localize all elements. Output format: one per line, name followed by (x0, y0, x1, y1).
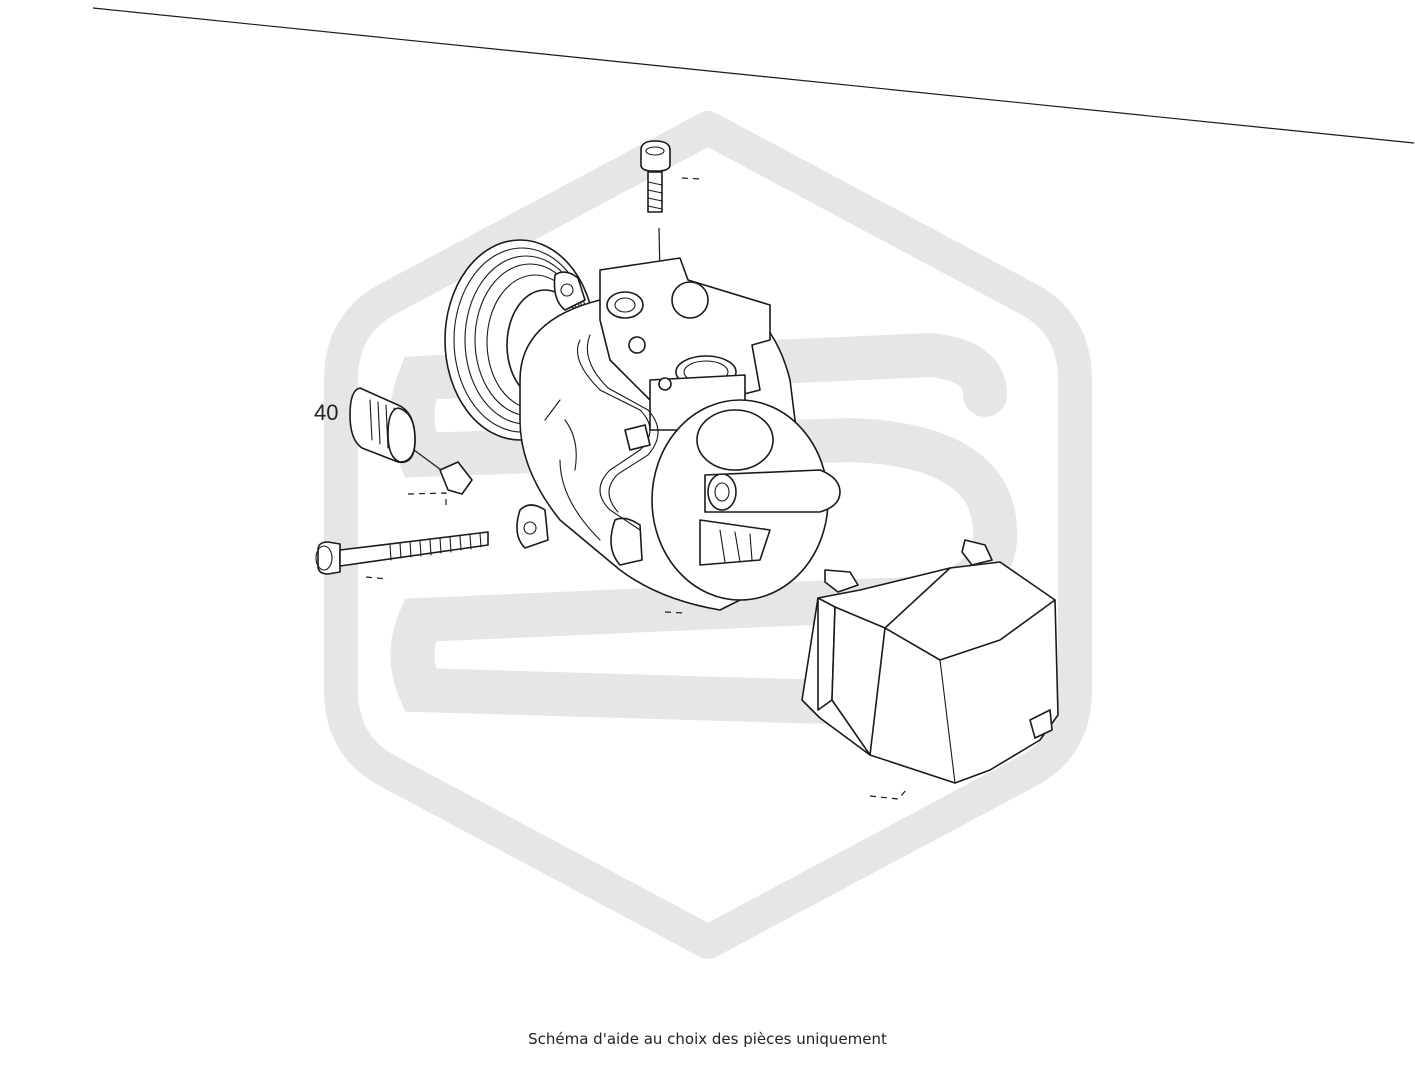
compressor-body[interactable] (516, 257, 841, 614)
callout-label: 40 (314, 400, 338, 425)
reference-line (92, 7, 1415, 144)
hexagon-s-logo-icon (324, 111, 1092, 959)
heat-shield[interactable] (801, 539, 1059, 800)
plug-part[interactable] (349, 387, 473, 505)
long-bolt[interactable] (315, 531, 489, 580)
screw-top[interactable] (640, 140, 703, 373)
diagram-caption: Schéma d'aide au choix des pièces unique… (528, 1030, 887, 1048)
